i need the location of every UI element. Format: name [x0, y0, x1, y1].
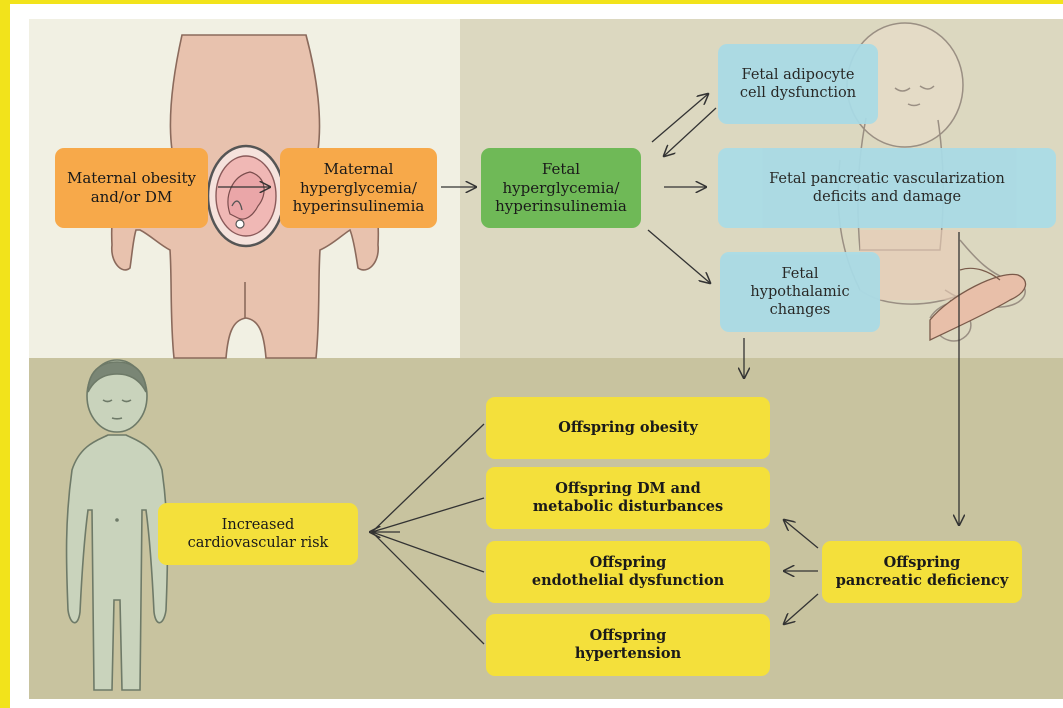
line-endothelial [371, 531, 485, 573]
offspring-endothelial-box: Offspring endothelial dysfunction [486, 541, 770, 603]
figure-border-left [0, 0, 10, 708]
fetal-pancreatic-box: Fetal pancreatic vascularization deficit… [718, 148, 1056, 228]
maternal-obesity-box: Maternal obesity and/or DM [55, 148, 208, 228]
arrow-adipocyte-to-fetal [664, 107, 717, 156]
cardiovascular-risk-box: Increased cardiovascular risk [158, 503, 358, 565]
offspring-pancreatic-box: Offspring pancreatic deficiency [822, 541, 1022, 603]
line-obesity [371, 423, 485, 533]
child-illustration [65, 359, 169, 691]
maternal-hyperglycemia-box: Maternal hyperglycemia/ hyperinsulinemia [280, 148, 437, 228]
offspring-dm-box: Offspring DM and metabolic disturbances [486, 467, 770, 529]
fetal-hypothalamic-box: Fetal hypothalamic changes [720, 252, 880, 332]
infant-hand [959, 267, 1001, 281]
figure-gutter [10, 4, 29, 708]
infant-foot [929, 273, 1027, 342]
arrow-pancreatic-to-dm [784, 520, 819, 549]
fetal-adipocyte-box: Fetal adipocyte cell dysfunction [718, 44, 878, 124]
arrows [218, 94, 959, 645]
offspring-obesity-box: Offspring obesity [486, 397, 770, 459]
uterus-illustration [206, 144, 286, 248]
offspring-hypertension-box: Offspring hypertension [486, 614, 770, 676]
fetal-hyperglycemia-box: Fetal hyperglycemia/ hyperinsulinemia [481, 148, 641, 228]
arrow-fetal-to-hypothalamic [647, 229, 710, 283]
figure-border-top [0, 0, 1063, 4]
arrow-fetal-to-adipocyte [651, 94, 708, 143]
arrow-pancreatic-to-hypertension [784, 593, 819, 624]
line-hypertension [371, 531, 485, 645]
line-dm [371, 497, 485, 533]
